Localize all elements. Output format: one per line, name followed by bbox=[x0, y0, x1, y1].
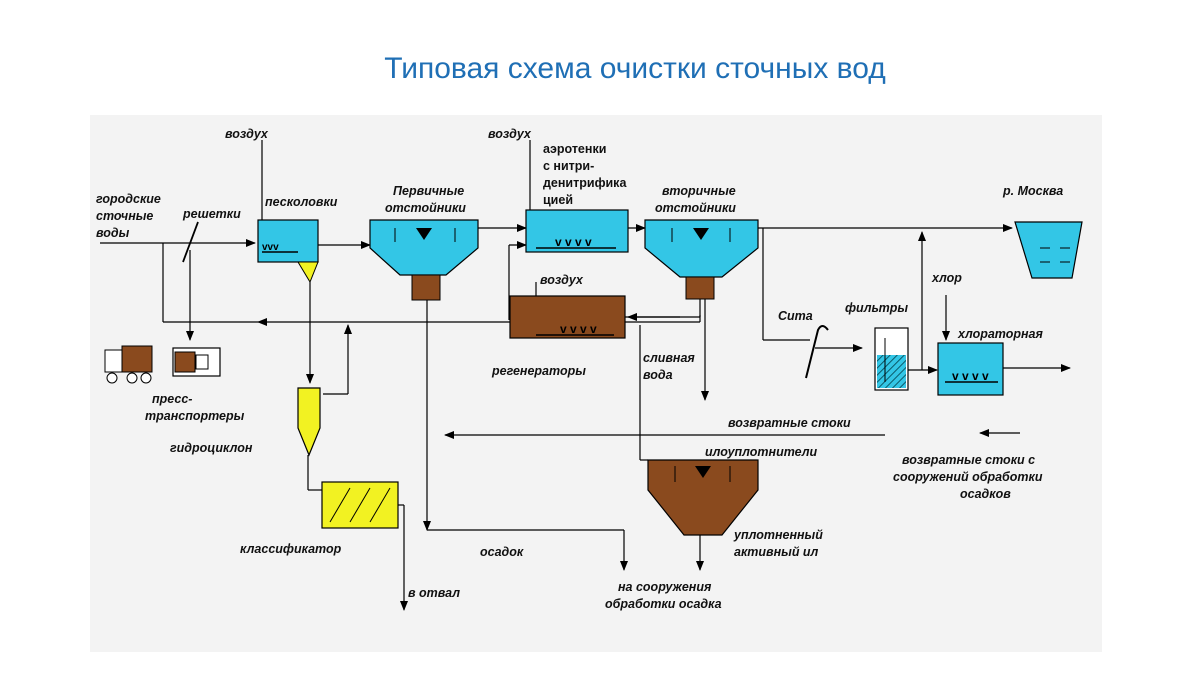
primary-clarifier bbox=[369, 219, 479, 276]
sand-trap-hopper bbox=[297, 261, 319, 284]
label-aerotanks-4: цией bbox=[543, 193, 573, 207]
label-drain-water-1: сливная bbox=[643, 351, 695, 365]
aerator-icon: v v v v bbox=[952, 369, 989, 383]
label-aerotanks-2: с нитри- bbox=[543, 159, 594, 173]
label-secondary-2: отстойники bbox=[655, 201, 736, 215]
sand-trap bbox=[257, 219, 319, 263]
label-city-water-2: сточные bbox=[96, 209, 153, 223]
label-primary-2: отстойники bbox=[385, 201, 466, 215]
label-hydrocyclone: гидроциклон bbox=[170, 441, 253, 455]
label-aerotanks-1: аэротенки bbox=[543, 142, 606, 156]
label-press-1: пресс- bbox=[152, 392, 192, 406]
label-city-water-1: городские bbox=[96, 192, 161, 206]
label-to-dump: в отвал bbox=[408, 586, 460, 600]
hydrocyclone bbox=[297, 387, 321, 457]
label-sediment: осадок bbox=[480, 545, 524, 559]
label-air-3: воздух bbox=[540, 273, 584, 287]
label-screens: решетки bbox=[182, 207, 241, 221]
label-press-2: транспортеры bbox=[145, 409, 245, 423]
truck-cab bbox=[104, 349, 124, 373]
label-to-sludge-2: обработки осадка bbox=[605, 597, 722, 611]
label-river: р. Москва bbox=[1002, 184, 1063, 198]
label-air-1: воздух bbox=[225, 127, 269, 141]
truck-bed bbox=[121, 345, 153, 373]
label-chlorine: хлор bbox=[931, 271, 962, 285]
chlorinator bbox=[937, 342, 1004, 396]
label-primary-1: Первичные bbox=[393, 184, 464, 198]
primary-sludge-hopper bbox=[411, 274, 441, 301]
label-aerotanks-3: денитрифика bbox=[543, 176, 627, 190]
label-secondary-1: вторичные bbox=[662, 184, 736, 198]
label-chlorinator: хлораторная bbox=[957, 327, 1044, 341]
label-sludge-thickeners: илоуплотнители bbox=[705, 445, 818, 459]
label-thickened-1: уплотненный bbox=[733, 528, 823, 542]
label-thickened-2: активный ил bbox=[734, 545, 819, 559]
label-to-sludge-1: на сооружения bbox=[618, 580, 712, 594]
label-regenerators: регенераторы bbox=[491, 364, 586, 378]
label-return-flows: возвратные стоки bbox=[728, 416, 851, 430]
sieve bbox=[805, 325, 829, 379]
label-return-from-2: сооружений обработки bbox=[893, 470, 1043, 484]
aerator-icon: v v v v bbox=[560, 322, 597, 336]
label-filters: фильтры bbox=[845, 301, 908, 315]
diagram-panel bbox=[90, 115, 1102, 652]
label-city-water-3: воды bbox=[96, 226, 130, 240]
label-classifier: классификатор bbox=[240, 542, 342, 556]
aerotank bbox=[525, 209, 629, 253]
label-drain-water-2: вода bbox=[643, 368, 673, 382]
aerator-icon: v v v v bbox=[555, 235, 592, 249]
aerator-icon: vvv bbox=[262, 242, 279, 253]
label-return-from-1: возвратные стоки с bbox=[902, 453, 1035, 467]
label-air-2: воздух bbox=[488, 127, 532, 141]
regenerator bbox=[509, 295, 626, 339]
label-return-from-3: осадков bbox=[960, 487, 1011, 501]
label-sand-traps: песколовки bbox=[265, 195, 338, 209]
secondary-sludge-hopper bbox=[685, 276, 715, 300]
screens-mark bbox=[182, 221, 199, 263]
page-title: Типовая схема очистки сточных вод bbox=[384, 52, 886, 85]
label-sieve: Сита bbox=[778, 309, 813, 323]
river-moscow bbox=[1014, 221, 1083, 279]
